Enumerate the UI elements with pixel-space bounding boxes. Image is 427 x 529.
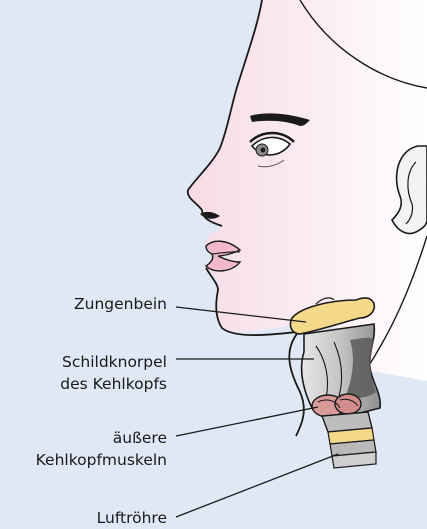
leader-line-muskeln	[176, 407, 318, 436]
label-schildknorpel-line1: Schildknorpel	[60, 351, 167, 373]
label-luftroehre-text: Luftröhre	[97, 509, 167, 527]
label-luftroehre: Luftröhre	[97, 507, 167, 529]
leader-line-luftroehre	[176, 454, 338, 517]
label-schildknorpel: Schildknorpel des Kehlkopfs	[60, 351, 167, 395]
neck-outline	[289, 330, 304, 436]
label-schildknorpel-line2: des Kehlkopfs	[60, 373, 167, 395]
label-muskeln-line2: Kehlkopfmuskeln	[36, 449, 167, 471]
label-zungenbein-text: Zungenbein	[74, 295, 167, 313]
label-zungenbein: Zungenbein	[74, 293, 167, 315]
label-kehlkopfmuskeln: äußere Kehlkopfmuskeln	[36, 427, 167, 471]
label-muskeln-line1: äußere	[36, 427, 167, 449]
